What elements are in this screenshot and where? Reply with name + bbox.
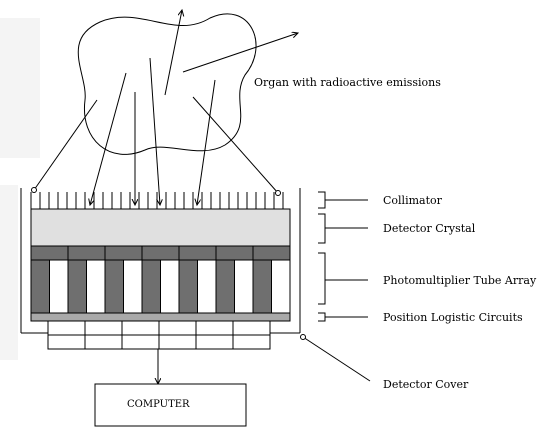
pmt-tube xyxy=(67,259,87,314)
detector-crystal-label: Detector Crystal xyxy=(383,222,476,235)
photomultiplier-tube-array xyxy=(30,259,291,314)
emission-rays xyxy=(33,10,298,205)
detector-crystal xyxy=(30,208,291,247)
organ-shape xyxy=(77,13,257,155)
light-guide-dividers xyxy=(67,246,254,260)
pmt-tube xyxy=(234,259,254,314)
pmt-tube xyxy=(141,259,161,314)
pmt-tube xyxy=(215,259,235,314)
emission-ray xyxy=(197,79,216,205)
pmt-tube xyxy=(86,259,106,314)
electronics-dividers xyxy=(84,321,234,349)
detector-cover-leader xyxy=(302,336,371,382)
background-panel xyxy=(0,185,18,360)
absorbed-photon-marker xyxy=(31,187,37,193)
collimator-label: Collimator xyxy=(383,194,443,207)
emission-ray xyxy=(182,33,298,73)
pmt-bracket xyxy=(318,252,326,305)
emission-ray xyxy=(164,10,182,96)
collimator-bracket xyxy=(318,191,326,209)
emission-ray xyxy=(192,96,279,194)
absorbed-photon-marker xyxy=(275,190,281,196)
background-panel xyxy=(0,18,40,158)
position-logic-bracket xyxy=(318,312,326,322)
organ-label: Organ with radioactive emissions xyxy=(254,76,441,89)
crystal-bracket xyxy=(318,213,326,244)
computer-label: COMPUTER xyxy=(127,399,190,410)
pmt-array-label: Photomultiplier Tube Array xyxy=(383,274,537,287)
pmt-tube xyxy=(178,259,198,314)
label-brackets xyxy=(302,191,371,382)
pmt-tube xyxy=(197,259,217,314)
emission-ray xyxy=(90,72,127,205)
detector-cover-label: Detector Cover xyxy=(383,378,469,391)
computer-box xyxy=(94,383,247,427)
collimator-septa xyxy=(30,192,284,209)
emission-ray xyxy=(149,57,160,205)
pmt-tube xyxy=(30,259,50,314)
pmt-tube xyxy=(49,259,69,314)
pmt-tube xyxy=(271,259,291,314)
pmt-tube xyxy=(252,259,272,314)
pmt-tube xyxy=(123,259,143,314)
position-logic-bar xyxy=(30,312,291,322)
pmt-tube xyxy=(104,259,124,314)
detector-cover-pointer xyxy=(300,334,306,340)
pmt-tube xyxy=(160,259,180,314)
emission-ray xyxy=(33,99,98,191)
position-logic-label: Position Logistic Circuits xyxy=(383,311,523,324)
light-guide xyxy=(30,245,291,261)
